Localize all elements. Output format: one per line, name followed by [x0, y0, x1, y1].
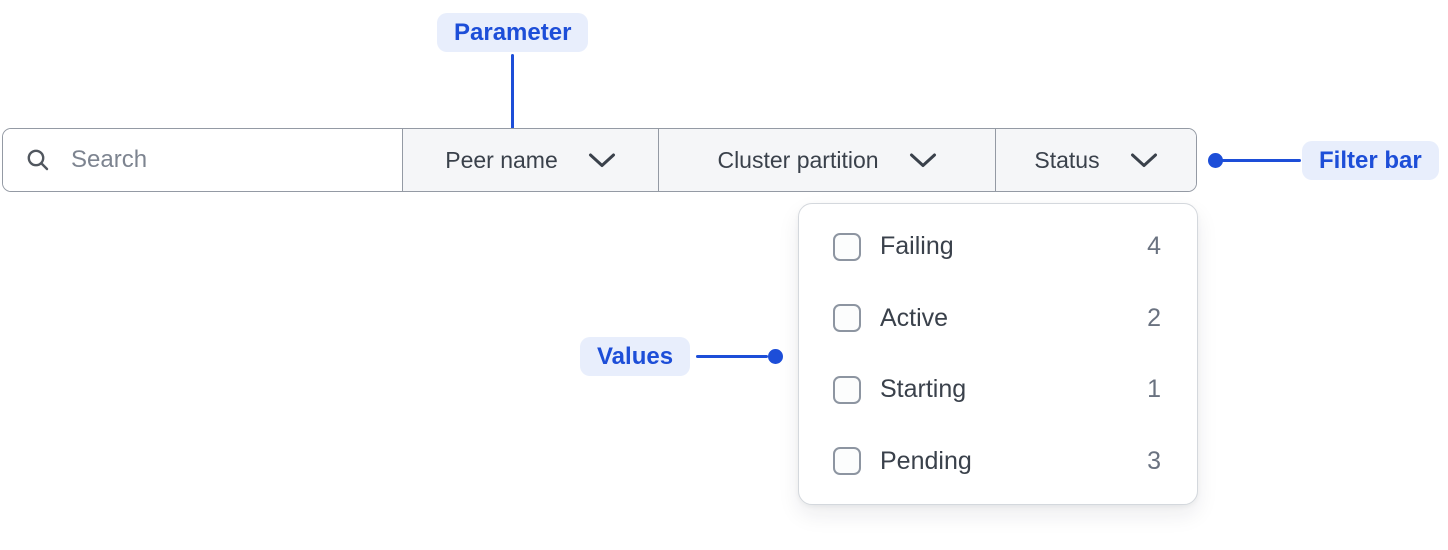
dropdown-peer-name-label: Peer name	[445, 146, 558, 173]
search-input[interactable]	[69, 145, 373, 175]
checkbox-failing[interactable]	[833, 232, 861, 261]
status-dropdown-panel: Failing 4 Active 2 Starting 1 Pending 3	[798, 203, 1198, 505]
chevron-down-icon	[588, 153, 615, 167]
status-option-label: Active	[880, 303, 949, 332]
status-option-count: 3	[1147, 446, 1161, 475]
status-option-label: Failing	[880, 232, 954, 261]
annotation-parameter-label: Parameter	[437, 13, 589, 52]
dropdown-cluster-partition[interactable]: Cluster partition	[658, 129, 995, 191]
dropdown-cluster-partition-label: Cluster partition	[717, 146, 879, 173]
values-connector-line	[696, 355, 768, 358]
values-connector-dot	[768, 349, 783, 364]
status-option-count: 2	[1147, 303, 1161, 332]
filter-bar-connector-line	[1221, 159, 1301, 162]
checkbox-starting[interactable]	[833, 375, 861, 404]
status-option-label: Starting	[880, 375, 967, 404]
dropdown-peer-name[interactable]: Peer name	[402, 129, 658, 191]
status-option-label: Pending	[880, 446, 972, 475]
search-field[interactable]	[3, 129, 402, 191]
dropdown-status-label: Status	[1034, 146, 1100, 173]
filter-bar: Peer name Cluster partition Status	[2, 128, 1197, 192]
status-option-pending[interactable]: Pending 3	[833, 426, 1161, 498]
dropdown-status[interactable]: Status	[995, 129, 1196, 191]
annotation-filter-bar-label: Filter bar	[1302, 141, 1439, 180]
status-option-starting[interactable]: Starting 1	[833, 354, 1161, 426]
status-option-count: 1	[1147, 375, 1161, 404]
annotation-values-label: Values	[580, 337, 691, 376]
checkbox-active[interactable]	[833, 304, 861, 333]
status-option-active[interactable]: Active 2	[833, 283, 1161, 355]
search-icon	[27, 149, 49, 171]
filter-bar-connector-dot	[1208, 153, 1223, 168]
status-option-failing[interactable]: Failing 4	[833, 211, 1161, 283]
chevron-down-icon	[1130, 153, 1157, 167]
chevron-down-icon	[909, 153, 936, 167]
parameter-connector-line	[511, 54, 514, 136]
status-option-count: 4	[1147, 232, 1161, 261]
checkbox-pending[interactable]	[833, 447, 861, 476]
